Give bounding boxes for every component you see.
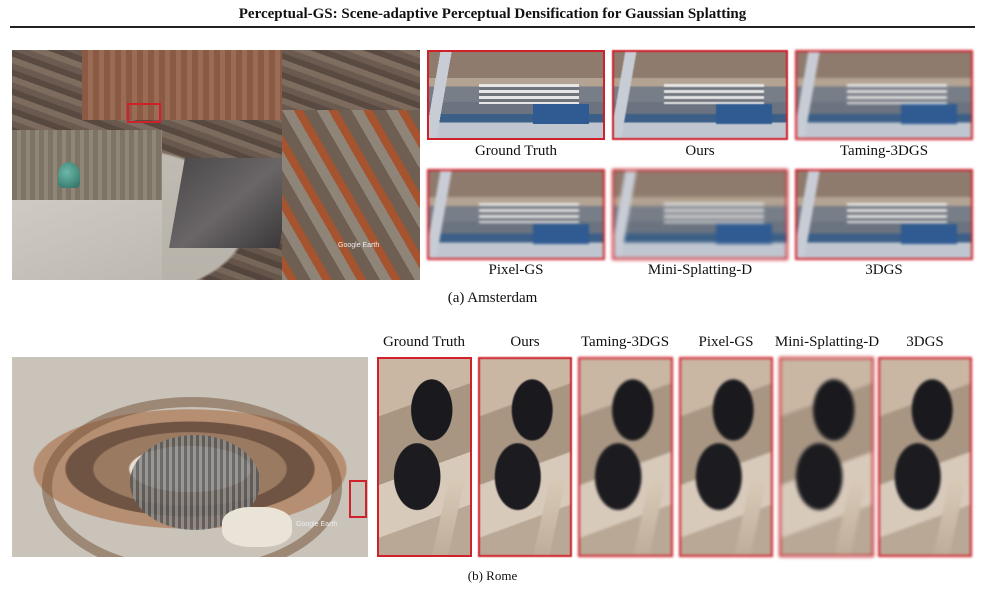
bus-shape — [901, 224, 957, 244]
amsterdam-caption: (a) Amsterdam — [447, 290, 538, 306]
amsterdam-overview-image: Google Earth — [12, 50, 420, 280]
rome-overview-image: Google Earth — [12, 357, 368, 557]
crop-label: Taming-3DGS — [839, 143, 929, 159]
zoom-region-marker — [127, 103, 161, 123]
crop-label: 3DGS — [865, 262, 903, 278]
rome-crop-taming-3dgs — [578, 357, 673, 557]
church-shape — [169, 158, 295, 248]
crop-label: Taming-3DGS — [580, 334, 670, 350]
crop-label: Ground Truth — [474, 143, 558, 159]
amsterdam-crop-ground-truth — [427, 50, 605, 140]
crop-label: Mini-Splatting-D — [774, 334, 880, 350]
figure-header-title: Perceptual-GS: Scene-adaptive Perceptual… — [238, 6, 747, 22]
amsterdam-crop-taming-3dgs — [795, 50, 973, 140]
crosswalk-shape — [847, 84, 947, 104]
amsterdam-crop-mini-splatting-d — [612, 169, 788, 260]
rome-crop-ground-truth — [377, 357, 472, 557]
crop-label: Ours — [510, 334, 540, 350]
crosswalk-shape — [664, 84, 764, 104]
pillar-shape — [626, 479, 666, 555]
amsterdam-crop-3dgs — [795, 169, 973, 260]
zoom-region-marker — [349, 480, 367, 518]
dome-shape — [58, 162, 80, 188]
crop-label: Ours — [685, 143, 715, 159]
rome-crop-mini-splatting-d — [779, 357, 874, 557]
arena-floor-shape — [222, 507, 292, 547]
pillar-shape — [827, 479, 867, 555]
colosseum-ring-shape — [42, 397, 342, 557]
rome-crop-pixel-gs — [679, 357, 773, 557]
crop-label: 3DGS — [906, 334, 944, 350]
rome-crop-3dgs — [878, 357, 972, 557]
crosswalk-shape — [479, 84, 579, 104]
pillar-shape — [727, 479, 767, 555]
pillar-shape — [425, 479, 465, 555]
bus-shape — [533, 104, 589, 124]
rooftops-shape — [282, 110, 420, 280]
bus-shape — [901, 104, 957, 124]
crop-label: Pixel-GS — [698, 334, 754, 350]
crop-label: Mini-Splatting-D — [647, 262, 753, 278]
rome-caption: (b) Rome — [467, 568, 518, 583]
bus-shape — [533, 224, 589, 244]
header-rule — [10, 26, 975, 28]
pillar-shape — [526, 479, 566, 555]
bus-shape — [716, 104, 772, 124]
watermark-text: Google Earth — [338, 242, 380, 249]
amsterdam-crop-pixel-gs — [427, 169, 605, 260]
watermark-text: Google Earth — [296, 521, 338, 528]
bus-shape — [716, 224, 772, 244]
crosswalk-shape — [479, 203, 579, 223]
building-shape — [82, 50, 282, 120]
crosswalk-shape — [847, 203, 947, 223]
pillar-shape — [926, 479, 966, 555]
amsterdam-crop-ours — [612, 50, 788, 140]
crop-label: Ground Truth — [382, 334, 466, 350]
plaza-shape — [12, 200, 162, 280]
crop-label: Pixel-GS — [488, 262, 544, 278]
rome-crop-ours — [478, 357, 572, 557]
crosswalk-shape — [664, 203, 764, 223]
